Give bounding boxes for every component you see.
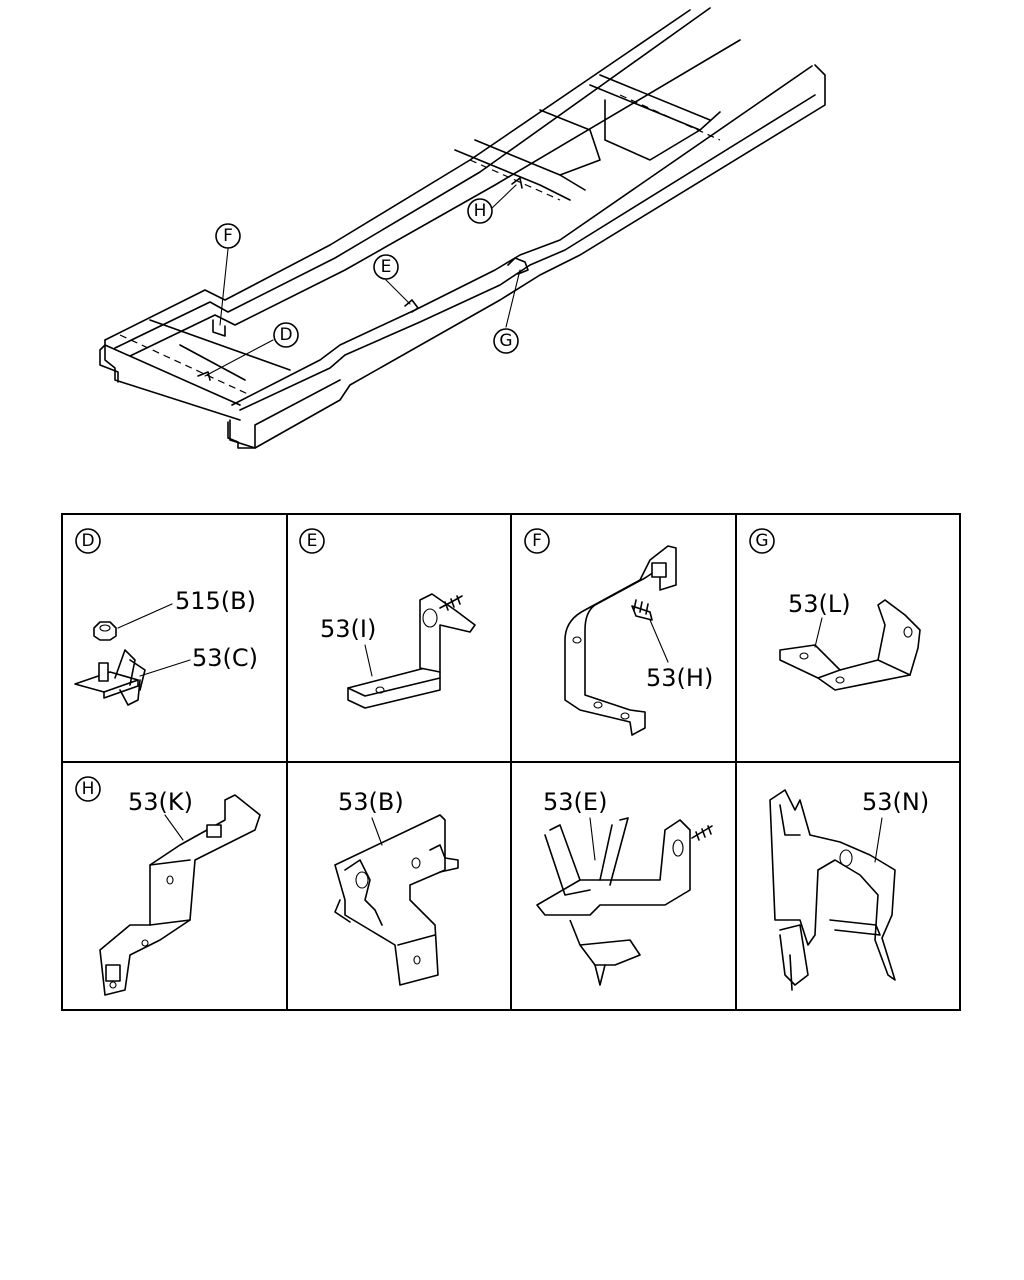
svg-text:E: E — [307, 531, 318, 551]
label-53-n: 53(N) — [862, 788, 929, 816]
bracket-53-n-drawing — [769, 789, 896, 991]
cell-e-callout: E — [299, 528, 325, 554]
cell-53-e: 53(E) — [536, 788, 713, 986]
svg-text:F: F — [223, 226, 233, 246]
bracket-53-b-drawing — [334, 814, 459, 986]
overview-leader-lines — [204, 184, 521, 377]
cell-f-callout: F — [524, 528, 550, 554]
svg-text:G: G — [755, 531, 768, 551]
cell-h-callout: H — [75, 776, 101, 802]
cell-f: F 53(H) — [524, 528, 713, 736]
bracket-53-e-drawing — [536, 817, 713, 986]
cell-53-n: 53(N) — [769, 788, 929, 991]
svg-text:G: G — [499, 331, 512, 351]
cell-e: E 53(I) — [299, 528, 476, 709]
svg-text:D: D — [81, 531, 94, 551]
callout-d: D — [273, 322, 299, 348]
svg-text:F: F — [532, 531, 542, 551]
svg-text:E: E — [381, 257, 392, 277]
bracket-53-c-drawing — [74, 649, 146, 706]
callout-h: H — [467, 198, 493, 224]
callout-e: E — [373, 254, 399, 280]
label-53-e: 53(E) — [543, 788, 607, 816]
svg-text:H: H — [474, 201, 487, 221]
svg-text:H: H — [82, 779, 95, 799]
cell-d: D 515(B) 53(C) — [74, 528, 258, 706]
bracket-53-h-drawing — [564, 545, 677, 736]
bracket-53-l-drawing — [779, 599, 921, 691]
bracket-53-k-drawing — [99, 794, 261, 996]
label-53-b: 53(B) — [338, 788, 404, 816]
label-53-i: 53(I) — [320, 615, 376, 643]
cell-d-callout: D — [75, 528, 101, 554]
cell-g-callout: G — [749, 528, 775, 554]
svg-text:D: D — [279, 325, 292, 345]
bracket-53-i-drawing — [347, 593, 476, 709]
label-53-k: 53(K) — [128, 788, 193, 816]
label-53-c: 53(C) — [192, 644, 258, 672]
callout-f: F — [215, 223, 241, 249]
label-53-h: 53(H) — [646, 664, 713, 692]
cell-53-b: 53(B) — [334, 788, 459, 986]
label-515-b: 515(B) — [175, 587, 256, 615]
cell-g: G 53(L) — [749, 528, 921, 691]
callout-g: G — [493, 328, 519, 354]
label-53-l: 53(L) — [788, 590, 851, 618]
parts-grid — [61, 513, 961, 1011]
flange-nut-drawing — [93, 621, 117, 641]
chassis-frame-drawing — [99, 7, 826, 449]
cell-h: H 53(K) — [75, 776, 261, 996]
